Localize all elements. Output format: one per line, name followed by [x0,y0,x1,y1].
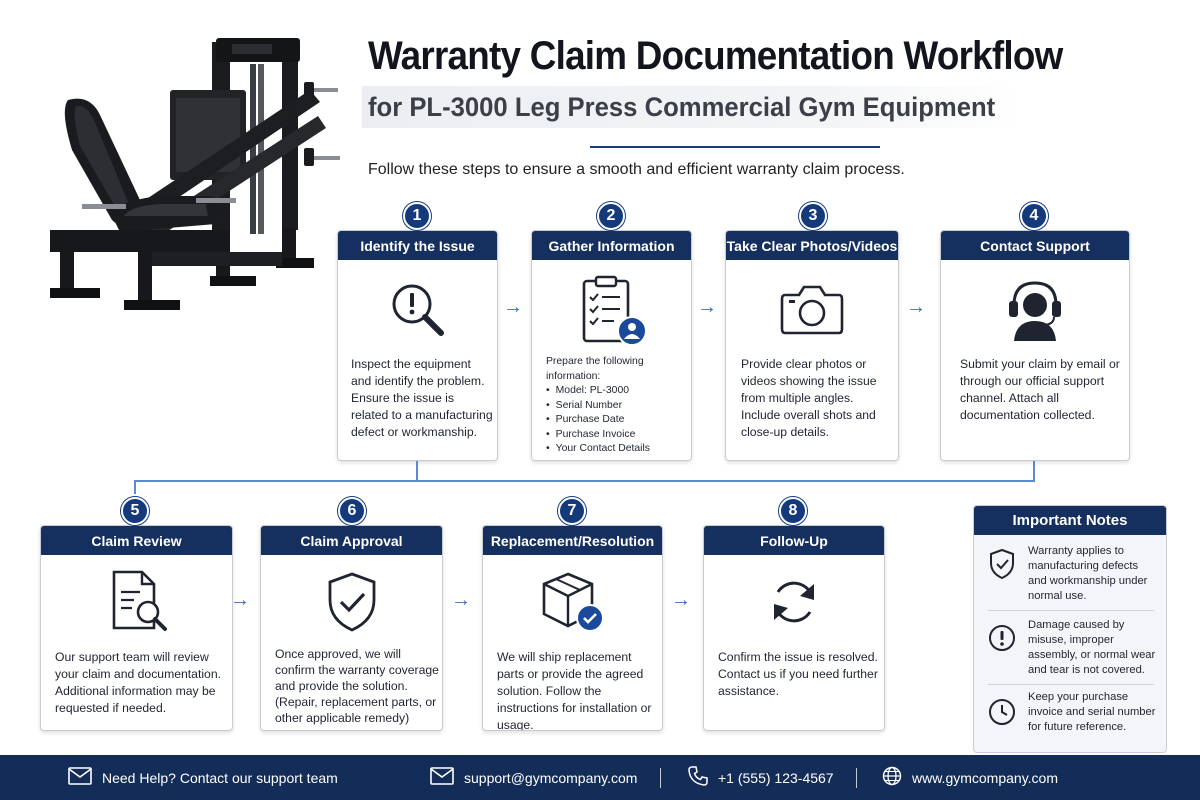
note-text: Damage caused by misuse, improper assemb… [1028,619,1156,676]
step-4-card: Contact Support Submit your claim by ema… [940,230,1130,461]
step-4-number: 4 [1020,202,1048,230]
arrow-right-icon: → [671,589,691,611]
step-6-note: (Repair, replacement parts, or other app… [275,695,437,725]
step-1-title: Identify the Issue [338,231,497,260]
footer-phone[interactable]: +1 (555) 123-4567 [688,755,834,800]
note-text: Warranty applies to manufacturing defect… [1028,545,1148,602]
step-2-card: Gather Information Prepare the following… [531,230,692,461]
leg-press-machine-illustration [50,38,340,310]
step-1-card: Identify the Issue Inspect the equipment… [337,230,498,461]
list-item: Purchase Invoice [546,428,688,443]
step-7-title: Replacement/Resolution [483,526,662,555]
envelope-icon [68,767,92,788]
list-item: Your Contact Details [546,442,688,457]
footer-divider [856,768,857,788]
arrow-right-icon: → [906,296,926,318]
arrow-right-icon: → [697,296,717,318]
step-8-number: 8 [779,497,807,525]
package-check-icon [483,568,662,634]
step-3-description: Provide clear photos or videos showing t… [741,357,877,439]
arrow-right-icon: → [451,589,471,611]
headset-agent-icon [941,275,1129,341]
step-1-description: Inspect the equipment and identify the p… [351,357,493,439]
footer-help: Need Help? Contact our support team [68,755,338,800]
envelope-icon [430,767,454,788]
step-5-description: Our support team will review your claim … [55,650,221,715]
title-divider [590,146,880,148]
flow-connector [416,461,418,481]
arrow-right-icon: → [503,296,523,318]
flow-connector [135,480,1034,482]
step-2-intro: Prepare the following information: [546,356,644,382]
step-1-number: 1 [403,202,431,230]
step-2-title: Gather Information [532,231,691,260]
step-6-card: Claim Approval Once approved, we will co… [260,525,443,731]
note-divider [988,610,1154,611]
refresh-cycle-icon [704,574,884,630]
exclamation-circle-icon [988,624,1016,657]
notes-title: Important Notes [974,506,1166,535]
magnifier-exclamation-icon [338,279,497,341]
flow-connector [1033,461,1035,482]
step-7-number: 7 [558,497,586,525]
page-subtitle: for PL-3000 Leg Press Commercial Gym Equ… [368,92,996,122]
footer-bar: Need Help? Contact our support team supp… [0,755,1200,800]
step-3-card: Take Clear Photos/Videos Provide clear p… [725,230,899,461]
step-3-title: Take Clear Photos/Videos [726,231,898,260]
step-7-card: Replacement/Resolution We will ship repl… [482,525,663,731]
step-6-text: Once approved, we will confirm the warra… [275,647,439,693]
document-search-icon [41,568,232,634]
note-text: Keep your purchase invoice and serial nu… [1028,691,1156,733]
step-6-description: Once approved, we will confirm the warra… [275,646,439,726]
step-4-description: Submit your claim by email or through ou… [960,357,1120,422]
shield-check-icon [988,548,1016,585]
step-8-title: Follow-Up [704,526,884,555]
step-7-description: We will ship replacement parts or provid… [497,650,652,731]
intro-text: Follow these steps to ensure a smooth an… [368,161,905,178]
step-2-description: Prepare the following information: Model… [546,355,688,457]
list-item: Model: PL-3000 [546,384,688,399]
step-3-number: 3 [799,202,827,230]
footer-website-link[interactable]: www.gymcompany.com [912,769,1059,786]
step-4-title: Contact Support [941,231,1129,260]
footer-divider [660,768,661,788]
footer-phone-link[interactable]: +1 (555) 123-4567 [718,769,834,786]
list-item: Purchase Date [546,413,688,428]
step-2-number: 2 [597,202,625,230]
shield-check-icon [261,570,442,634]
arrow-right-icon: → [230,589,250,611]
clipboard-checklist-icon [532,275,691,349]
clock-icon [988,698,1016,731]
footer-help-text: Need Help? Contact our support team [102,769,338,786]
step-8-description: Confirm the issue is resolved. Contact u… [718,650,878,698]
list-item: Serial Number [546,399,688,414]
note-divider [988,684,1154,685]
camera-icon [726,281,898,337]
flow-connector [134,480,136,494]
step-8-card: Follow-Up Confirm the issue is resolved.… [703,525,885,731]
important-notes-panel: Important Notes Warranty applies to manu… [973,505,1167,753]
page-title: Warranty Claim Documentation Workflow [368,34,1063,78]
step-5-number: 5 [121,497,149,525]
phone-icon [688,766,708,789]
footer-email-link[interactable]: support@gymcompany.com [464,769,638,786]
step-2-list: Model: PL-3000 Serial Number Purchase Da… [546,384,688,457]
footer-email[interactable]: support@gymcompany.com [430,755,637,800]
footer-website[interactable]: www.gymcompany.com [882,755,1058,800]
step-5-title: Claim Review [41,526,232,555]
step-6-number: 6 [338,497,366,525]
step-6-title: Claim Approval [261,526,442,555]
globe-icon [882,766,902,789]
step-5-card: Claim Review Our support team will revie… [40,525,233,731]
subtitle-background [362,86,1022,128]
